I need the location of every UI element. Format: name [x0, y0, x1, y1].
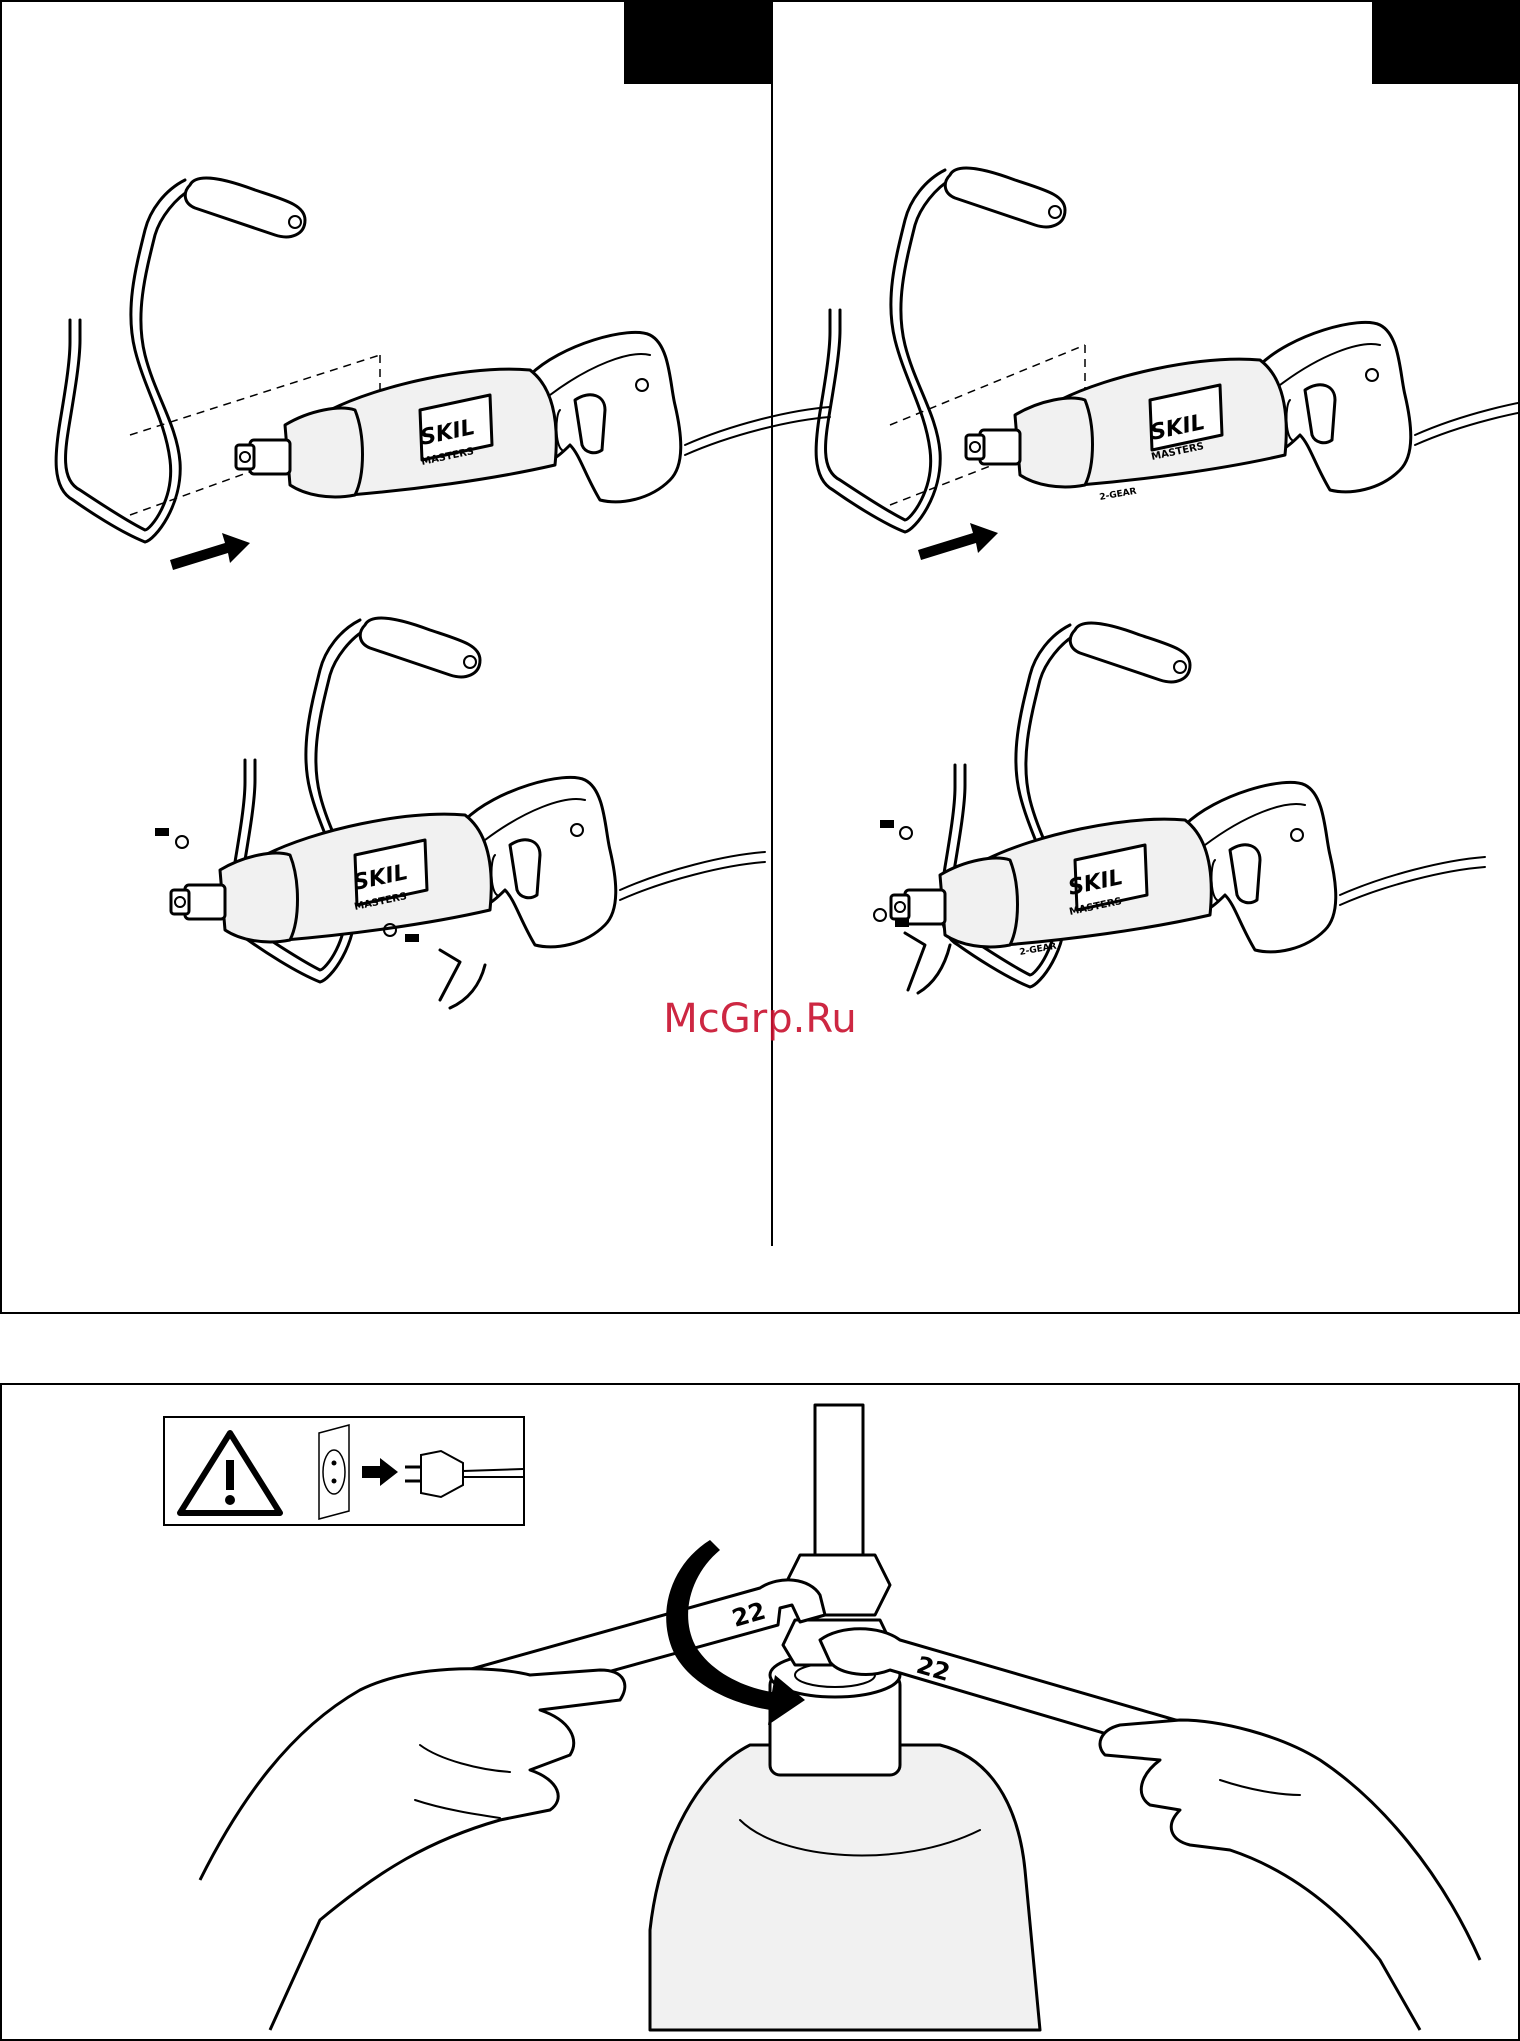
illustration-handle-attach-right: SKIL MASTERS 2-GEAR: [800, 155, 1500, 635]
watermark: McGrp.Ru: [0, 996, 1520, 1042]
allen-key-icon-2: [905, 933, 925, 990]
screw-icon-2: [405, 934, 419, 942]
washer-icon-3: [900, 827, 912, 839]
figure-tab-right: [1372, 0, 1520, 84]
screw-icon: [155, 828, 169, 836]
washer-icon: [176, 836, 188, 848]
panel-divider: [771, 0, 773, 1246]
screw-icon-3: [880, 820, 894, 828]
figure-tab-left: [624, 0, 772, 84]
allen-key-icon: [440, 950, 460, 1000]
arrow-right-icon: [170, 533, 250, 570]
illustration-handle-attach-left: SKIL MASTERS: [50, 165, 750, 645]
arrow-right-icon-2: [918, 523, 998, 560]
screw-icon-4: [895, 919, 909, 927]
gear-mark-1: 2-GEAR: [1099, 487, 1138, 503]
illustration-wrench-loosen: 22 22: [180, 1400, 1500, 2030]
